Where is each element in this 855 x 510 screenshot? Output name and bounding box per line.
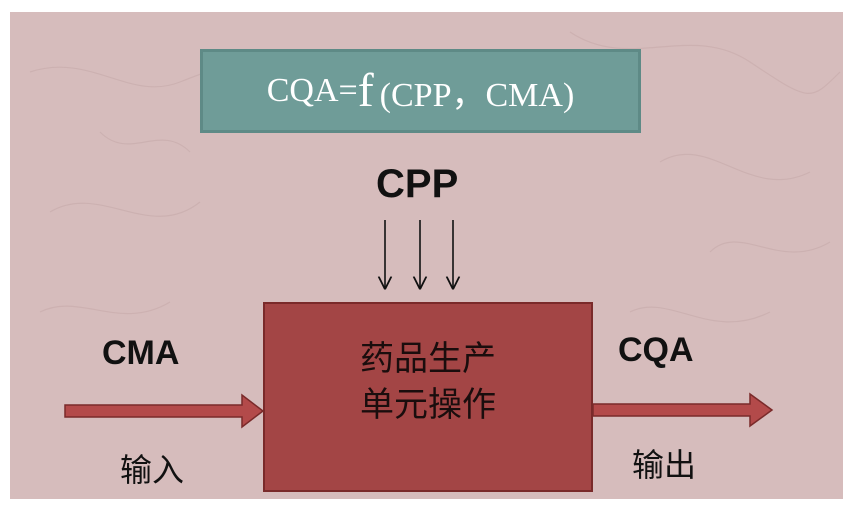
formula-lhs: CQA=	[266, 72, 358, 109]
cma-label: CMA	[102, 334, 180, 372]
process-box: 药品生产 单元操作	[263, 302, 593, 492]
formula-box: CQA= f (CPP，CMA)	[200, 49, 641, 133]
cpp-label: CPP	[376, 162, 459, 206]
output-arrow	[592, 392, 774, 428]
process-line-2: 单元操作	[360, 385, 496, 425]
input-label: 输入	[120, 451, 185, 489]
cqa-label: CQA	[618, 331, 694, 369]
formula-args: (CPP，CMA)	[379, 76, 575, 114]
slide-background: CQA= f (CPP，CMA) CPP CMA CQA 药品生产 单元操作 输…	[10, 12, 843, 499]
formula-function: f	[357, 64, 374, 117]
arrows-layer	[64, 220, 774, 429]
input-arrow	[64, 393, 265, 429]
process-line-1: 药品生产	[360, 339, 496, 379]
output-label: 输出	[632, 446, 697, 484]
